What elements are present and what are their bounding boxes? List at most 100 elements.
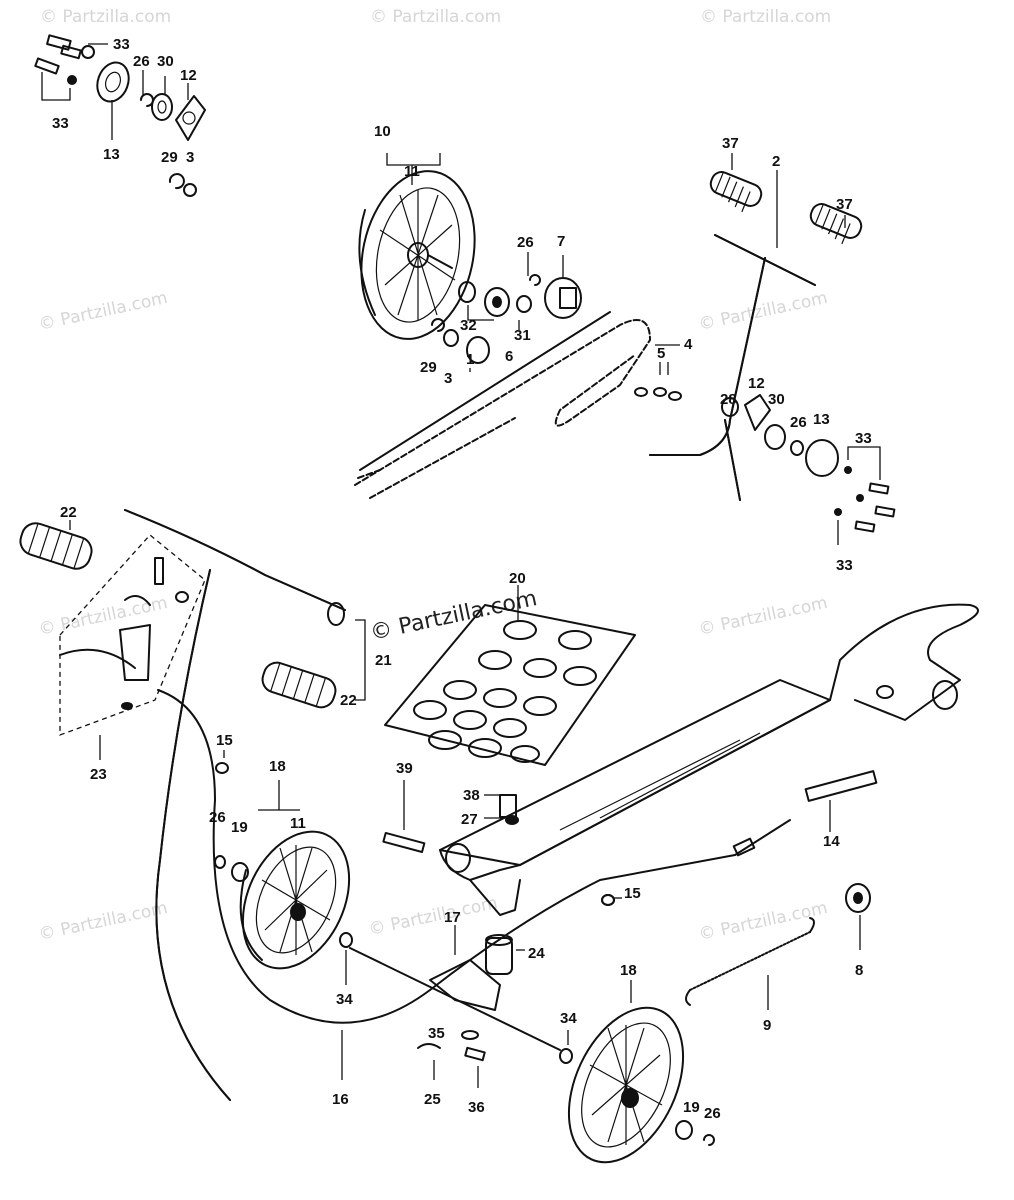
callout-14: 14 [823,833,840,850]
watermark-left-3: © Partzilla.com [37,898,169,945]
callout-13-top-left: 13 [103,146,120,163]
callout-28: 28 [720,391,737,408]
callout-12-top-left: 12 [180,67,197,84]
callout-19-left: 19 [231,819,248,836]
rear-wheel [360,170,476,340]
callout-37-left: 37 [722,135,739,152]
bottom-wheel [567,1006,685,1164]
callout-8: 8 [855,962,863,979]
callout-16: 16 [332,1091,349,1108]
callout-21: 21 [375,652,392,669]
callout-18-right: 18 [620,962,637,979]
callout-3-top-left: 3 [186,149,194,166]
washer-part [81,45,95,59]
freewheel-part [484,287,510,317]
bolt-part [382,831,426,854]
callout-36: 36 [468,1099,485,1116]
front-wheel [241,830,351,970]
callout-12-right: 12 [748,375,765,392]
circlip-part [140,93,154,107]
callout-33-top: 33 [113,36,130,53]
circlip-part [703,1134,715,1146]
callout-11-left: 11 [290,815,306,832]
callout-33-right-top: 33 [855,430,872,447]
bearing-plate-part [744,394,771,431]
callout-32: 32 [460,317,477,334]
washer-part [505,815,519,825]
watermark-right-3: © Partzilla.com [697,898,829,945]
callout-18-left: 18 [269,758,286,775]
handlebar-frame [19,509,366,1101]
circlip-part [168,173,185,190]
callout-20: 20 [509,570,526,587]
callout-29-top-left: 29 [161,149,178,166]
ring-part [458,281,476,303]
cable-clip-part [215,762,229,774]
pedal-grip-right [809,203,863,239]
callout-26-bottom: 26 [704,1105,721,1122]
callout-26-top: 26 [517,234,534,251]
washer-part [443,329,459,347]
front-axle-assembly [339,925,573,1088]
watermark-top-center: © Partzilla.com [370,7,501,27]
crank-handle-assembly [649,153,863,501]
washer-part [461,1030,479,1040]
callout-25: 25 [424,1091,441,1108]
callout-35: 35 [428,1025,445,1042]
callout-34-left: 34 [336,991,353,1008]
callout-22-left: 22 [60,504,77,521]
pulley-part [845,883,871,913]
deck-fasteners [382,770,878,950]
callout-labels: 33 33 26 30 12 13 29 3 10 11 26 7 32 31 … [52,36,872,1122]
washer-part [675,1120,693,1140]
washer-part [339,932,353,948]
callout-19-right: 19 [683,1099,700,1116]
screw-part [154,557,164,585]
callout-9: 9 [763,1017,771,1034]
callout-6: 6 [505,348,513,365]
callout-17: 17 [444,909,461,926]
callout-26-top-left: 26 [133,53,150,70]
grip-right [261,661,337,709]
callout-34-right: 34 [560,1010,577,1027]
split-pin-part [417,1043,441,1049]
bushing-part [485,937,513,975]
callout-30-top-left: 30 [157,53,174,70]
foot-mat [384,585,636,766]
callout-29-top: 29 [420,359,437,376]
axle-bracket [429,959,501,1011]
bottom-wheel-assembly [567,980,715,1164]
nut-part [67,75,77,85]
watermark-center: © Partzilla.com [368,586,539,646]
bolt-part [46,34,72,51]
steering-head [469,879,521,916]
hub-cover-part [805,439,839,477]
callout-37-right: 37 [836,196,853,213]
watermark-center-3: © Partzilla.com [367,893,499,940]
scooter-deck [439,603,979,916]
bolt-part [60,44,82,60]
callout-2: 2 [772,153,780,170]
callout-23: 23 [90,766,107,783]
crank-bearing-parts [721,394,896,545]
circlip-part [529,274,541,286]
callout-5: 5 [657,345,665,362]
rear-fender [829,603,979,721]
return-spring [685,917,815,1010]
callout-31: 31 [514,327,531,344]
callout-33-right-bottom: 33 [836,557,853,574]
callout-33-left: 33 [52,115,69,132]
master-link-part [634,387,682,401]
watermark-top-left: © Partzilla.com [40,7,171,27]
deck-mat [384,604,636,766]
watermark-top-right: © Partzilla.com [700,7,831,27]
pin-part [464,1046,486,1062]
callout-13-right: 13 [813,411,830,428]
callout-27: 27 [461,811,478,828]
brake-lever [59,648,136,669]
callout-39: 39 [396,760,413,777]
callout-1: 1 [466,351,474,368]
rear-wheel-assembly [358,170,476,340]
circlip-part [431,318,445,332]
bearing-part [764,424,786,450]
